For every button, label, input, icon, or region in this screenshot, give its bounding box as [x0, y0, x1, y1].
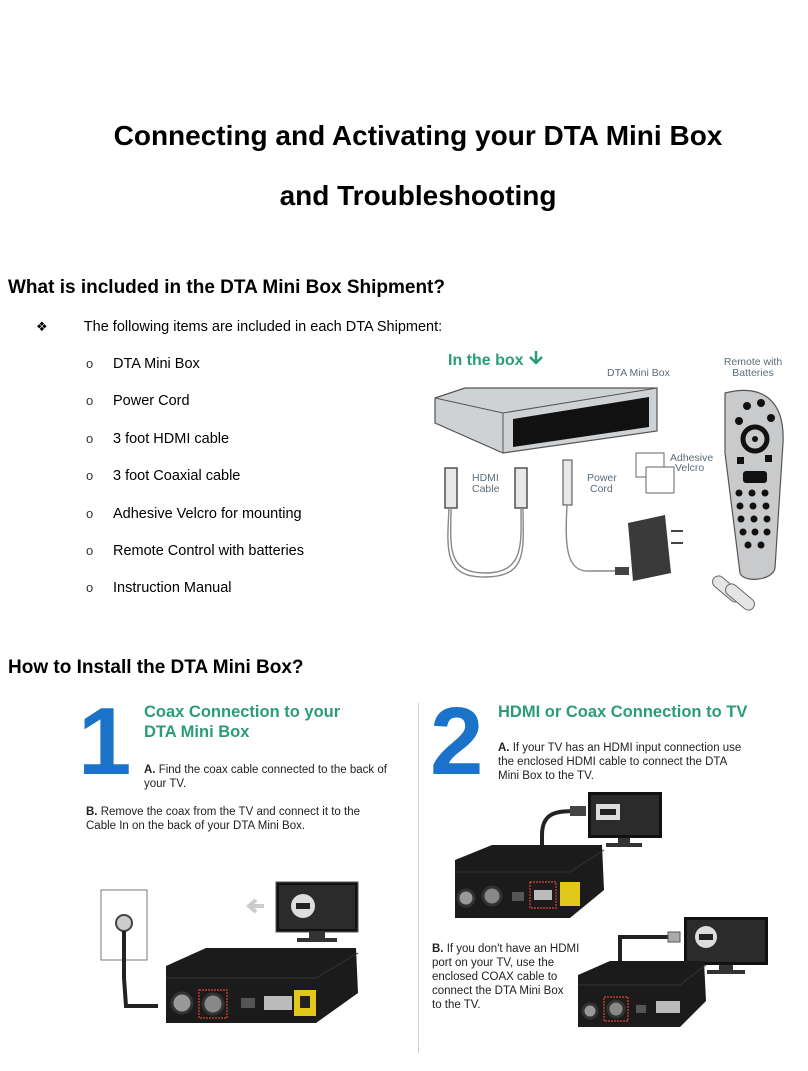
step-1-illustration: [100, 881, 359, 1023]
hdmi-cable-icon: [444, 467, 528, 578]
step-2-b-line-3: enclosed COAX cable to: [432, 971, 557, 983]
remote-control-icon: [724, 389, 784, 580]
step-2a-illustration: [455, 792, 662, 918]
step-2-b-line-2: port on your TV, use the: [432, 957, 554, 969]
velcro-icon: [635, 452, 675, 494]
dta-box-back-icon: [455, 845, 605, 918]
step-2b-illustration: [578, 917, 768, 1027]
dta-box-icon: [434, 387, 658, 454]
step-2-a-line-2: the enclosed HDMI cable to connect the D…: [498, 756, 728, 768]
hdmi-label-1: HDMI: [472, 472, 499, 484]
included-heading: What is included in the DTA Mini Box Shi…: [8, 277, 445, 298]
included-intro: ❖ The following items are included in ea…: [36, 319, 442, 335]
step-2-a-line-1: A. If your TV has an HDMI input connecti…: [498, 742, 741, 754]
tv-icon: [245, 881, 359, 942]
step-1-number: 1: [78, 692, 131, 795]
step-2-a-line-3: Mini Box to the TV.: [498, 770, 594, 782]
circle-bullet-icon: o: [86, 542, 94, 558]
in-the-box-illustration: In the box DTA Mini Box Remote with Batt…: [434, 351, 784, 611]
remote-label-2: Batteries: [732, 367, 773, 379]
dta-label: DTA Mini Box: [607, 367, 671, 379]
step-1-b-line-2: Cable In on the back of your DTA Mini Bo…: [86, 820, 305, 832]
circle-bullet-icon: o: [86, 430, 94, 446]
page-title-line-1: Connecting and Activating your DTA Mini …: [113, 120, 723, 151]
hdmi-label-2: Cable: [472, 483, 500, 495]
remote-label-1: Remote with: [724, 356, 783, 368]
dta-box-back-icon: [578, 961, 707, 1027]
arrow-down-icon: [529, 351, 543, 365]
step-2-b-line-5: to the TV.: [432, 999, 481, 1011]
power-label-2: Cord: [590, 483, 613, 495]
step-1-a-line-1: A. Find the coax cable connected to the …: [144, 764, 388, 776]
step-2b-text: B. If you don't have an HDMI port on you…: [432, 943, 579, 1011]
step-1-title-1: Coax Connection to your: [144, 703, 341, 721]
dta-box-back-icon: [166, 948, 359, 1023]
step-1-a-line-2: your TV.: [144, 778, 186, 790]
wall-outlet-icon: [100, 889, 158, 1008]
circle-bullet-icon: o: [86, 505, 94, 521]
tv-icon: [684, 917, 768, 974]
step-1-panel: 1 Coax Connection to your DTA Mini Box A…: [78, 692, 388, 832]
page-title-line-2: and Troubleshooting: [279, 180, 557, 211]
step-2-panel: 2 HDMI or Coax Connection to TV A. If yo…: [430, 692, 747, 792]
step-2-title: HDMI or Coax Connection to TV: [498, 703, 747, 721]
power-label-1: Power: [587, 472, 617, 484]
velcro-label-1: Adhesive: [670, 452, 713, 464]
step-2-b-line-1: B. If you don't have an HDMI: [432, 943, 579, 955]
tv-icon: [588, 792, 662, 847]
velcro-label-2: Velcro: [675, 462, 704, 474]
step-1-title-2: DTA Mini Box: [144, 723, 250, 741]
circle-bullet-icon: o: [86, 393, 94, 409]
circle-bullet-icon: o: [86, 580, 94, 596]
batteries-icon: [712, 575, 755, 611]
circle-bullet-icon: o: [86, 356, 94, 371]
diamond-bullet-icon: ❖: [36, 319, 48, 334]
included-intro-text: The following items are included in each…: [83, 319, 443, 335]
step-2-b-line-4: connect the DTA Mini Box: [432, 985, 564, 997]
in-the-box-header: In the box: [448, 352, 524, 369]
step-divider: [418, 703, 419, 1053]
step-2-number: 2: [430, 692, 483, 792]
install-heading: How to Install the DTA Mini Box?: [8, 657, 304, 678]
power-cord-icon: [562, 459, 683, 581]
circle-bullet-icon: o: [86, 468, 94, 484]
step-1-b-line-1: B. Remove the coax from the TV and conne…: [86, 806, 360, 818]
